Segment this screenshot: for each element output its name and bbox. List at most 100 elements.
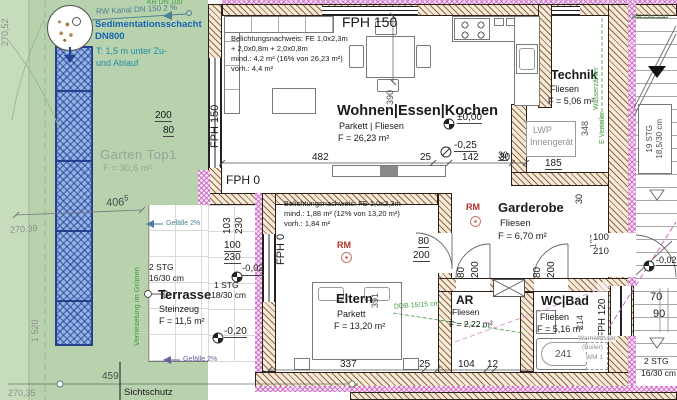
window-bad-east <box>610 286 632 336</box>
daylight-note: mind.: 1,88 m² (12% von 13,20 m²) <box>284 209 400 218</box>
pillow <box>318 287 344 301</box>
room-title-terrasse: Terrasse <box>158 287 212 302</box>
room-material: Fliesen <box>452 307 480 317</box>
smoke-detector-icon <box>470 216 481 227</box>
dim-label: 25 <box>420 152 432 163</box>
strip-divider <box>57 160 91 162</box>
garden-left-strip <box>0 0 29 400</box>
chair <box>416 45 431 68</box>
door-dim: 80 <box>456 266 467 278</box>
rr-kanal-label: RR DN 100 <box>632 14 668 21</box>
room-area: F = 2,22 m² <box>449 319 493 329</box>
door-dim: 80 <box>418 236 430 249</box>
door-dim: 200 <box>413 250 430 263</box>
dim-label: 90 <box>653 308 666 320</box>
room-area: F = 5,06 m² <box>548 96 595 106</box>
dim-label: 241 <box>555 349 572 360</box>
dim-label: 100 <box>224 240 241 253</box>
dim-label: 70 <box>650 291 663 303</box>
chair <box>375 21 397 35</box>
lwp-unit <box>526 121 576 157</box>
dim-label: 390 <box>385 89 395 105</box>
stairs-note: 2 STG <box>149 262 174 272</box>
stairs-count-label: 19 STG <box>644 125 654 153</box>
elevation-label: -0,25 <box>454 140 477 153</box>
slope-label: Gefälle 2% <box>183 356 218 363</box>
shaft-dn: DN800 <box>95 31 125 42</box>
room-area: F = 13,20 m² <box>334 321 386 331</box>
room-area: F = 11,5 m² <box>159 316 205 326</box>
door-dim: 200 <box>470 261 481 278</box>
garten-title: Garten Top1 <box>100 147 177 162</box>
wall-neighbor-bottom <box>350 392 677 400</box>
dim-label: 459 <box>102 371 119 382</box>
door-dim: 80 <box>532 266 543 278</box>
lwp-label: Innengerät <box>530 137 574 147</box>
kitchen-sink-basin <box>519 48 535 70</box>
pillow <box>364 287 390 301</box>
daylight-note: + 2,0x0,8m + 2,0x0,8m <box>231 44 308 53</box>
window-label-fph0: FPH 0 <box>275 233 287 265</box>
elevation-label: 270,52 <box>0 18 10 46</box>
coffee-table <box>272 88 316 114</box>
window-living-west <box>209 58 221 168</box>
window-label-fph150: FPH 150 <box>342 14 398 30</box>
room-title-ar: AR <box>456 293 474 307</box>
sofa-top <box>224 16 334 33</box>
nightstand <box>294 358 310 370</box>
room-material: Parkett | Fliesen <box>339 121 404 131</box>
stairs-note: 2 STG <box>644 356 669 366</box>
room-material: Fliesen <box>500 218 531 229</box>
insulation-east <box>628 277 636 286</box>
dim-sup: 5 <box>123 193 129 203</box>
garten-area: F = 30,6 m² <box>103 163 152 174</box>
elevation-label: -0,20 <box>224 326 247 339</box>
room-area: F = 26,23 m² <box>338 133 390 143</box>
dim-label: 230 <box>234 217 245 234</box>
dim-value: 406 <box>105 196 125 210</box>
kr-kanal-label: KR DN 100 <box>147 0 183 6</box>
slope-label: Gefälle 2% <box>166 220 201 227</box>
verrieselung-label: Verrieselung im Grünen <box>132 267 141 346</box>
smoke-detector-label: RM <box>466 202 480 212</box>
stairs-note: 18/30 cm <box>211 290 246 300</box>
room-title-eltern: Eltern <box>336 291 373 306</box>
seepage-strip <box>55 46 93 346</box>
dim-label: 104 <box>458 359 475 370</box>
door-gap-ar <box>456 279 490 291</box>
sichtschutz-label: Sichtschutz <box>124 387 173 398</box>
window-label-fph150-west: FPH 150 <box>209 104 221 148</box>
room-area: F = 6,70 m² <box>498 231 547 242</box>
stairs-note: 1 STG <box>214 280 239 290</box>
stg19-box: 19 STG 18,5/30 cm <box>638 104 672 174</box>
dim-label: 1 520 <box>30 319 40 342</box>
dim-label: 30 <box>498 150 509 162</box>
elevation-label: -0,02 <box>656 255 677 267</box>
duct-shaft <box>493 279 525 297</box>
dim-label: 337 <box>340 359 357 370</box>
insulation-bottom <box>255 386 677 392</box>
room-material: Fliesen <box>540 312 570 322</box>
daylight-note: mind.: 4,2 m² (16% von 26,23 m²) <box>231 54 343 63</box>
wall-niche-west <box>511 104 527 174</box>
entrance-door-dim: 210 <box>592 246 610 258</box>
chair <box>349 45 364 68</box>
kitchen-appliance <box>494 18 504 26</box>
warmwasser-label: (Boiler) <box>582 344 603 352</box>
dim-label: 4065 <box>105 193 129 210</box>
entrance-door-dim: 100 <box>592 232 610 244</box>
shaft-inner-circle <box>72 17 81 26</box>
dim-label: 142 <box>462 152 479 163</box>
daylight-note: vorh.: 1,84 m² <box>284 219 331 228</box>
e-verteiler-label: E Verteiler <box>599 111 606 144</box>
dim-label: 230 <box>224 252 241 265</box>
dim-label: 25 <box>419 359 431 370</box>
strip-divider <box>57 90 91 92</box>
elevation-label: 270,39 <box>9 223 38 235</box>
stairs-note: 16/30 cm <box>149 273 184 283</box>
door-gap-wc <box>534 279 568 291</box>
lwp-label: LWP <box>533 125 552 135</box>
dim-label: 30 <box>574 193 584 204</box>
dim-label: 12 <box>487 359 499 370</box>
